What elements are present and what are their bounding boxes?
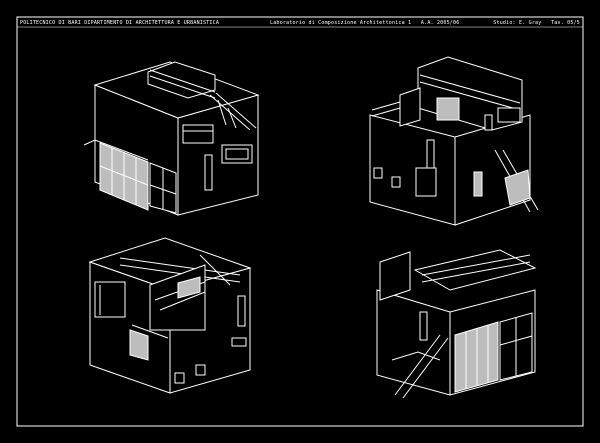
glass-slot [473, 171, 483, 197]
title-block-right: Studio: E. Gray Tav. 05/5 [493, 20, 580, 26]
stair-landing [391, 351, 441, 361]
roof-rail [421, 254, 531, 276]
stair-screen [504, 169, 531, 206]
glass-panel [129, 329, 149, 361]
door [415, 167, 437, 197]
view-bottom-right [376, 249, 537, 399]
window [231, 337, 247, 347]
stair-flight [159, 291, 206, 311]
tower [399, 87, 421, 127]
roof-face [413, 249, 537, 291]
title-right-code: Tav. 05/5 [551, 20, 580, 26]
ext-stair [402, 337, 449, 399]
window [484, 114, 493, 131]
door [204, 154, 213, 191]
view-top-left [83, 61, 260, 216]
title-left-text: POLITECNICO DI BARI DIPARTIMENTO DI ARCH… [20, 20, 220, 26]
left-face [369, 114, 456, 226]
facade-grid [499, 335, 533, 346]
stair-glass [177, 276, 201, 299]
balcony [83, 139, 149, 161]
stair-rail [215, 92, 257, 129]
window-inner [225, 148, 249, 160]
title-right-text: Studio: E. Gray [493, 20, 542, 26]
balcony [131, 324, 169, 339]
roof-rail [119, 264, 241, 283]
slot-window [237, 295, 246, 327]
sheet-frame [16, 16, 584, 427]
ext-stair [394, 334, 441, 396]
terrace-rail [371, 101, 401, 111]
roof-rail [119, 257, 241, 276]
roof-rail [419, 74, 521, 104]
terrace-rail [371, 107, 401, 117]
feature-window [436, 97, 460, 121]
small-window [373, 167, 383, 179]
left-face [376, 289, 451, 396]
roof-rail [421, 261, 531, 283]
roof-face [88, 237, 252, 291]
facade-grid [149, 184, 177, 195]
title-center-text: Laboratorio di Composizione Architettoni… [270, 20, 412, 26]
roof-rail [149, 69, 216, 93]
small-window [391, 176, 401, 188]
facade-grid [99, 165, 149, 186]
view-top-right [369, 56, 539, 226]
small-window [195, 364, 206, 376]
title-block-left: POLITECNICO DI BARI DIPARTIMENTO DI ARCH… [20, 20, 219, 26]
rear-volume [379, 251, 411, 301]
title-block-center: Laboratorio di Composizione Architettoni… [270, 20, 459, 26]
roof-rail [419, 81, 521, 111]
stair-rail [199, 254, 231, 286]
right-face [454, 114, 531, 226]
window [497, 107, 521, 123]
title-center-code: A.A. 2005/06 [420, 20, 460, 26]
small-window [174, 372, 185, 384]
stair-step [217, 99, 227, 126]
roof-volume [147, 61, 216, 99]
slot-window [419, 311, 428, 341]
stair-step [227, 107, 237, 129]
roof-rail [149, 75, 216, 99]
view-bottom-left [88, 237, 252, 394]
window [182, 124, 214, 144]
